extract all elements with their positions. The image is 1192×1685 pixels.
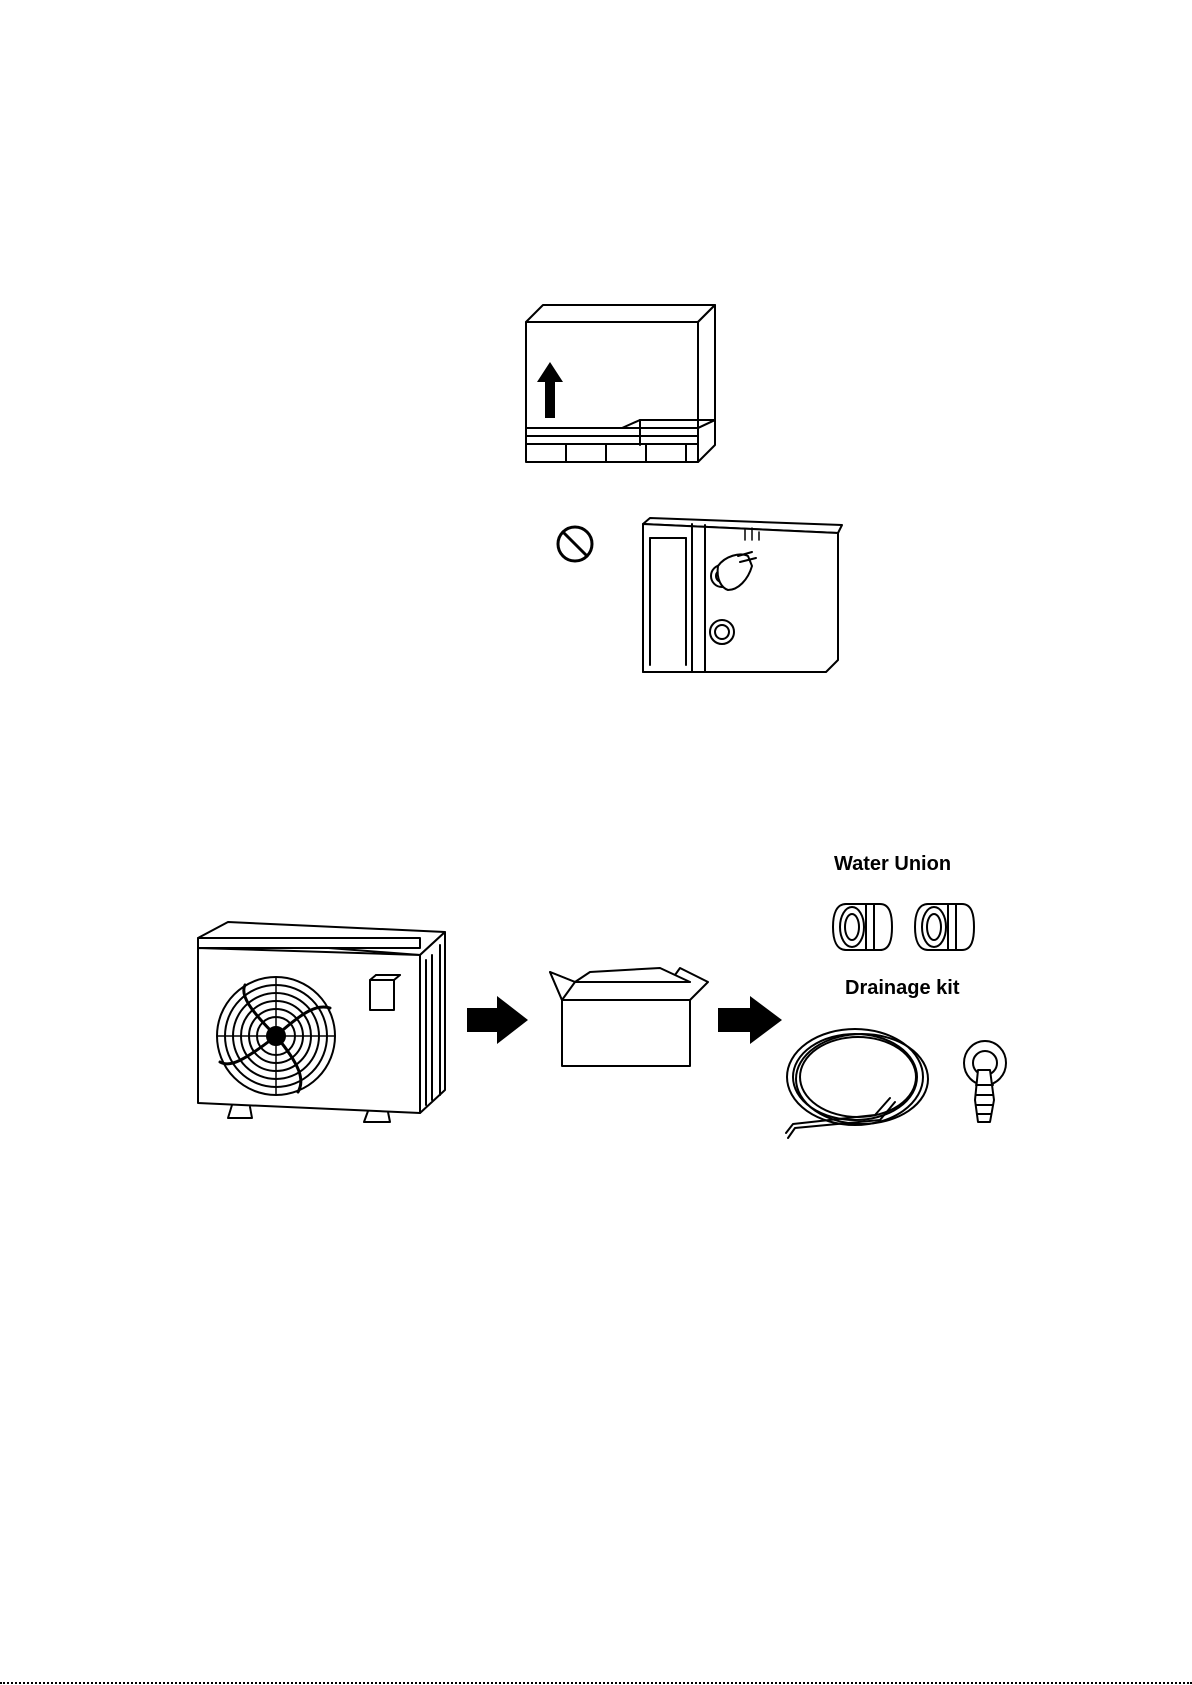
drainage-kit-label: Drainage kit [845,977,959,1000]
unit-lifted-by-fitting [643,518,842,672]
page-bottom-rule [0,1682,1192,1684]
water-union-label: Water Union [834,853,951,876]
water-union-fitting [833,904,892,950]
right-arrow-icon [467,996,528,1044]
water-union-fitting [915,904,974,950]
right-arrow-icon [718,996,782,1044]
open-box [550,968,708,1066]
drain-hose [786,1029,928,1138]
heat-pump-unit [198,922,445,1122]
drain-connector [964,1041,1006,1122]
prohibited-icon [558,527,592,561]
